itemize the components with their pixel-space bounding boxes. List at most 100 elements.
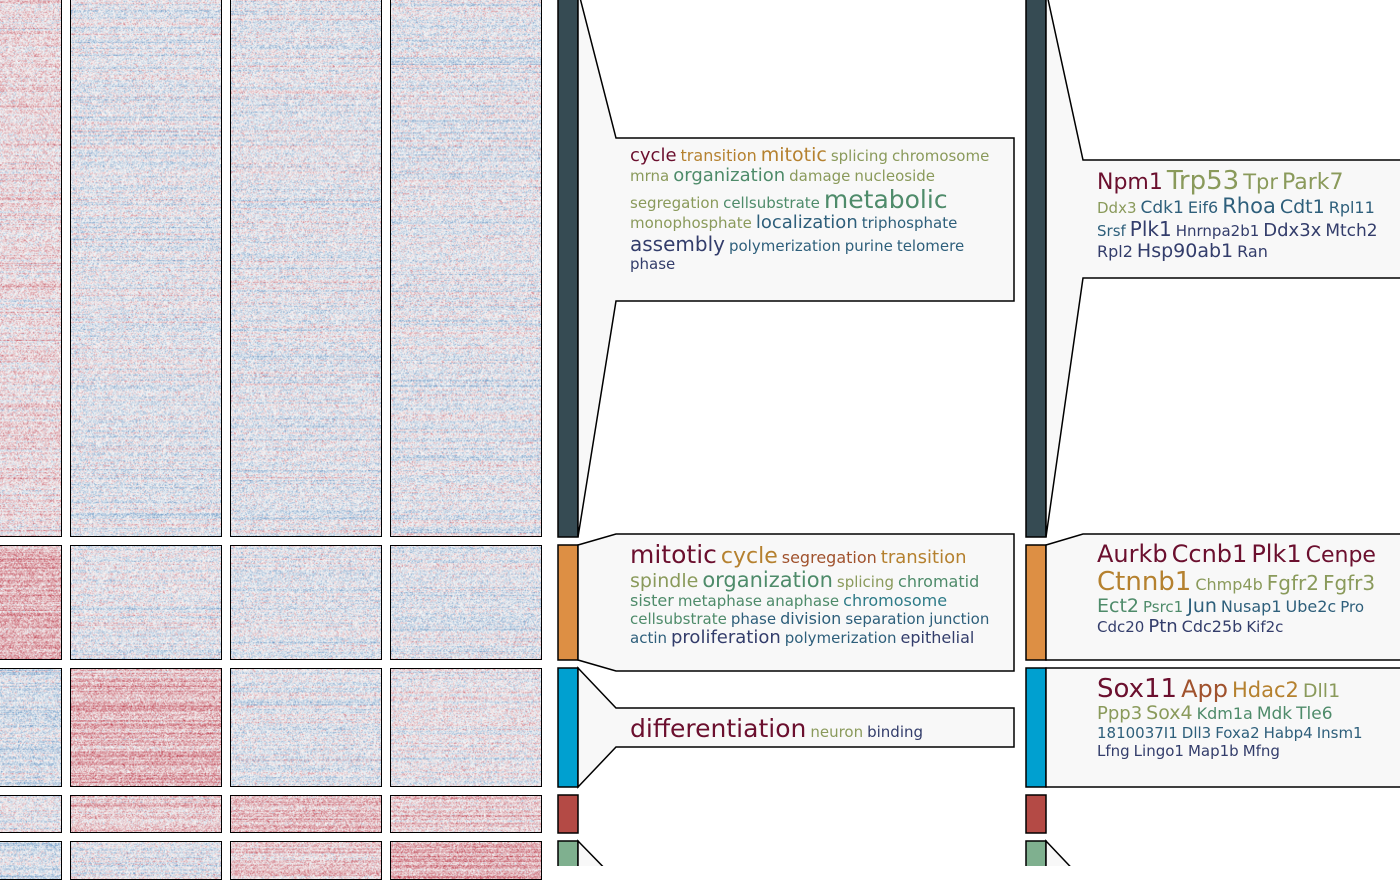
cluster-bar-cluster-3-left <box>557 667 579 788</box>
gene-label: Rhoa <box>1222 194 1276 218</box>
heatmap-block-cluster-2-col4 <box>390 545 542 660</box>
heatmap-block-cluster-3-col4 <box>390 668 542 787</box>
go-term: splicing <box>830 147 888 165</box>
cluster-bar-cluster-2-right <box>1025 544 1047 661</box>
go-term: nucleoside <box>854 167 935 185</box>
gene-label: Habp4 <box>1263 724 1313 742</box>
gene-label: Lingo1 <box>1133 742 1184 760</box>
go-term: mitotic <box>630 540 717 569</box>
go-term: sister <box>630 591 674 610</box>
gene-label: Ptn <box>1148 616 1178 637</box>
gene-label: Mfng <box>1242 742 1280 760</box>
gene-label: Psrc1 <box>1143 598 1184 616</box>
gene-connector-cluster-3 <box>1045 667 1400 788</box>
heatmap-panel <box>0 0 545 880</box>
gene-label: Sox11 <box>1097 674 1178 704</box>
gene-label: Ppp3 <box>1097 703 1143 724</box>
heatmap-block-cluster-1-col1 <box>0 0 62 537</box>
go-term: phase <box>630 255 676 273</box>
go-term: separation <box>845 610 926 628</box>
heatmap-block-cluster-3-col1 <box>0 668 62 787</box>
go-term: transition <box>680 146 757 165</box>
go-term: mitotic <box>760 144 827 166</box>
go-term: organization <box>702 568 833 592</box>
go-term: monophosphate <box>630 214 752 232</box>
go-term: neuron <box>810 723 864 741</box>
go-connector-cluster-1 <box>577 0 1015 538</box>
cluster-bar-cluster-1-left <box>557 0 579 538</box>
go-term: polymerization <box>728 237 841 255</box>
gene-label: Hdac2 <box>1231 678 1299 702</box>
heatmap-block-cluster-2-col2 <box>70 545 222 660</box>
gene-label: Nusap1 <box>1220 597 1282 616</box>
go-term: differentiation <box>630 714 807 743</box>
go-term: purine <box>844 237 893 255</box>
heatmap-block-cluster-1-col2 <box>70 0 222 537</box>
go-term: cycle <box>720 544 778 569</box>
cluster-bar-cluster-5-right <box>1025 840 1047 866</box>
gene-label: Fgfr2 <box>1266 571 1319 595</box>
gene-label: Ran <box>1237 242 1268 261</box>
go-term: chromosome <box>843 591 948 610</box>
gene-connector-cluster-2 <box>1045 533 1400 661</box>
go-term: assembly <box>630 232 725 256</box>
cluster-bar-cluster-5-left <box>557 840 579 866</box>
heatmap-block-cluster-1-col3 <box>230 0 382 537</box>
gene-label: Ect2 <box>1097 595 1139 617</box>
gene-label: Chmp4b <box>1195 575 1263 594</box>
gene-label: Pro <box>1340 598 1364 616</box>
gene-label: Ctnnb1 <box>1097 567 1192 597</box>
gene-label: Rpl11 <box>1328 198 1375 217</box>
gene-label: Cdc20 <box>1097 618 1145 636</box>
go-term: telomere <box>896 237 965 255</box>
heatmap-block-cluster-3-col2 <box>70 668 222 787</box>
go-term: junction <box>929 610 990 628</box>
go-term: damage <box>789 167 851 185</box>
gene-label: Map1b <box>1187 742 1239 760</box>
gene-label: Mdk <box>1256 704 1293 724</box>
go-term: segregation <box>781 548 877 567</box>
cluster-bar-cluster-1-right <box>1025 0 1047 538</box>
gene-label: Ddx3x <box>1263 220 1322 241</box>
go-connector-cluster-3 <box>577 666 1015 789</box>
go-term: phase <box>730 610 777 628</box>
gene-label: Insm1 <box>1316 724 1363 742</box>
cluster-bar-cluster-4-left <box>557 794 579 834</box>
gene-label: Foxa2 <box>1215 724 1260 742</box>
go-term: division <box>780 609 842 628</box>
gene-label: Sox4 <box>1146 702 1193 724</box>
heatmap-block-cluster-2-col3 <box>230 545 382 660</box>
gene-label: Dll3 <box>1181 724 1212 742</box>
cluster-bar-cluster-2-left <box>557 544 579 661</box>
gene-label: Eif6 <box>1187 198 1219 217</box>
heatmap-block-cluster-4-col2 <box>70 795 222 833</box>
go-term: actin <box>630 629 667 647</box>
gene-label: Cdt1 <box>1279 196 1325 218</box>
gene-label: Npm1 <box>1097 170 1163 195</box>
go-term: cellsubstrate <box>630 610 727 628</box>
gene-label: Aurkb <box>1097 540 1168 568</box>
gene-label: Ddx3 <box>1097 199 1137 217</box>
gene-connector-cluster-1 <box>1045 0 1400 538</box>
go-term: localization <box>755 212 858 233</box>
gene-connector-cluster-5 <box>1045 839 1071 866</box>
gene-label: Fgfr3 <box>1322 571 1376 595</box>
go-term: polymerization <box>784 629 897 647</box>
gene-label: Hnrnpa2b1 <box>1175 222 1260 240</box>
heatmap-block-cluster-4-col3 <box>230 795 382 833</box>
go-term: segregation <box>630 194 720 212</box>
go-term: triphosphate <box>861 214 958 232</box>
gene-label: Rpl2 <box>1097 242 1133 261</box>
gene-label: Hsp90ab1 <box>1136 240 1234 262</box>
gene-label: Ccnb1 <box>1171 540 1248 568</box>
gene-label: Srsf <box>1097 222 1126 240</box>
go-term: organization <box>673 165 786 186</box>
go-term: chromosome <box>891 147 990 165</box>
gene-label: Plk1 <box>1251 540 1302 568</box>
go-term: metaphase <box>677 592 762 610</box>
cluster-bar-cluster-4-right <box>1025 794 1047 834</box>
